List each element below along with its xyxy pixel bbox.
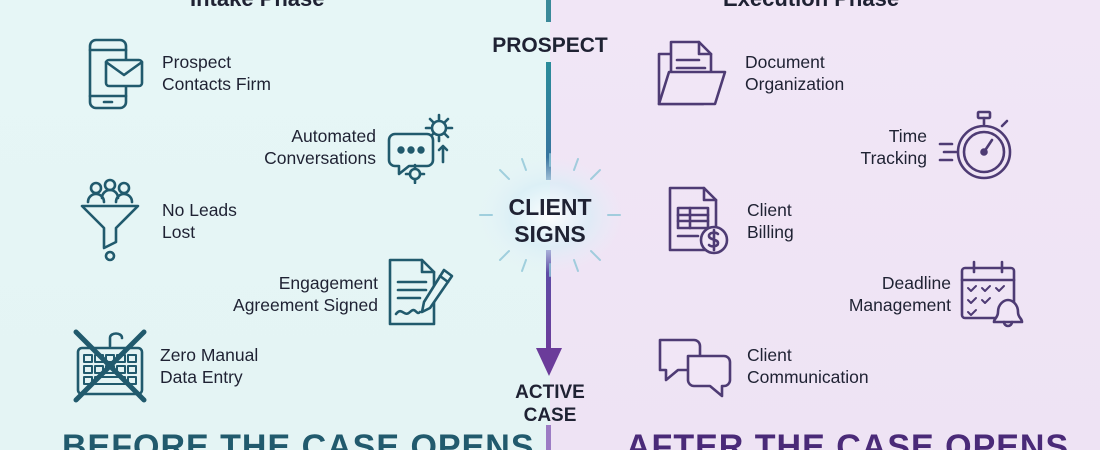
- prospect-contacts-firm-item: Prospect Contacts Firm: [162, 51, 271, 95]
- timeline-bottom-segment: [546, 425, 551, 450]
- calendar-bell-icon: [958, 260, 1028, 328]
- prospect-contacts-firm-label: Prospect Contacts Firm: [162, 52, 271, 94]
- before-case-opens-title: BEFORE THE CASE OPENS: [62, 428, 535, 450]
- client-billing-item: Client Billing: [747, 199, 794, 243]
- prospect-label: PROSPECT: [492, 34, 608, 57]
- active-case-line1: ACTIVE: [515, 382, 585, 403]
- client-communication-item: Client Communication: [747, 344, 869, 388]
- invoice-dollar-icon: [664, 184, 734, 258]
- client-signs-line2: SIGNS: [514, 221, 586, 247]
- client-billing-label: Client Billing: [747, 200, 794, 242]
- client-signs-line1: CLIENT: [508, 194, 592, 220]
- document-organization-item: Document Organization: [745, 51, 844, 95]
- timeline-arrowhead: [536, 348, 562, 376]
- automated-conversations-label: Automated Conversations: [264, 126, 376, 168]
- engagement-agreement-item: Engagement Agreement Signed: [200, 272, 378, 316]
- execution-panel: [550, 0, 1100, 450]
- after-case-opens-title: AFTER THE CASE OPENS: [626, 428, 1070, 450]
- speech-bubbles-icon: [656, 334, 736, 398]
- zero-manual-data-entry-label: Zero Manual Data Entry: [160, 345, 259, 387]
- active-case-label: ACTIVE CASE: [470, 381, 630, 427]
- deadline-management-item: Deadline Management: [800, 272, 951, 316]
- timeline-top-segment: [546, 0, 551, 22]
- execution-phase-title: Execution Phase: [723, 0, 899, 12]
- chat-gear-icon: [387, 112, 459, 184]
- no-leads-lost-item: No Leads Lost: [162, 199, 237, 243]
- engagement-agreement-label: Engagement Agreement Signed: [233, 273, 378, 315]
- folder-documents-icon: [655, 40, 729, 108]
- timeline-upper-segment: [546, 62, 551, 180]
- active-case-line2: CASE: [523, 405, 577, 426]
- no-leads-lost-label: No Leads Lost: [162, 200, 237, 242]
- timeline-lower-segment: [546, 250, 551, 350]
- time-tracking-label: Time Tracking: [860, 126, 927, 168]
- intake-panel: [0, 0, 550, 450]
- client-signs-label: CLIENT SIGNS: [470, 194, 630, 248]
- zero-manual-data-entry-item: Zero Manual Data Entry: [160, 344, 258, 388]
- document-organization-label: Document Organization: [745, 52, 845, 94]
- people-funnel-icon: [78, 178, 142, 264]
- crossed-keyboard-icon: [72, 328, 148, 404]
- stopwatch-icon: [936, 110, 1016, 184]
- intake-phase-title: Intake Phase: [190, 0, 325, 12]
- client-communication-label: Client Communication: [747, 345, 869, 387]
- signed-document-icon: [386, 256, 460, 328]
- client-signs-glow: [478, 153, 622, 277]
- time-tracking-item: Time Tracking: [800, 125, 927, 169]
- automated-conversations-item: Automated Conversations: [240, 125, 376, 169]
- deadline-management-label: Deadline Management: [848, 273, 951, 315]
- phone-envelope-icon: [84, 38, 148, 110]
